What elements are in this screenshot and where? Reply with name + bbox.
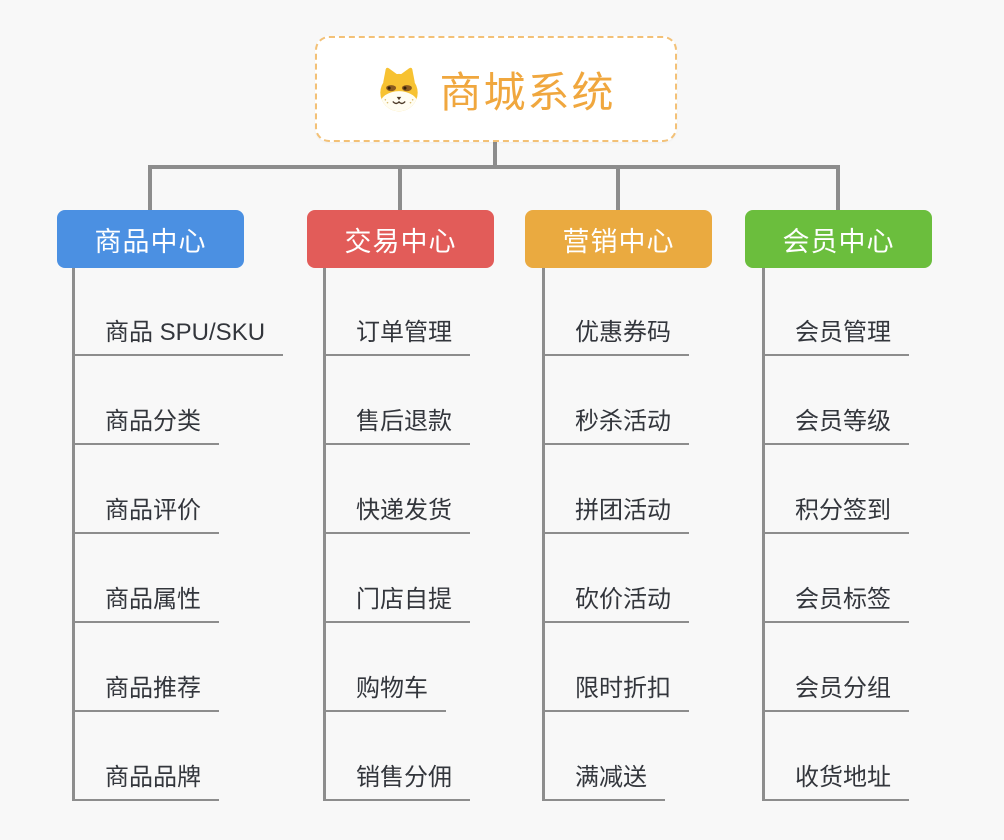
- dog-face-icon: [380, 67, 419, 112]
- branch-node-trade[interactable]: 交易中心: [307, 210, 494, 268]
- leaf-node[interactable]: 收货地址: [763, 761, 909, 801]
- connector-column-1: [72, 268, 75, 801]
- branch-label: 会员中心: [782, 226, 895, 257]
- connector-column-3: [542, 268, 545, 801]
- leaf-node[interactable]: 会员管理: [763, 316, 909, 356]
- connector-root-stem: [493, 141, 497, 167]
- leaf-node[interactable]: 销售分佣: [324, 761, 470, 801]
- connector-drop-2: [398, 167, 402, 210]
- branch-node-members[interactable]: 会员中心: [745, 210, 932, 268]
- root-node[interactable]: 商城系统: [315, 36, 677, 142]
- leaf-node[interactable]: 限时折扣: [543, 672, 689, 712]
- leaf-node[interactable]: 售后退款: [324, 405, 470, 445]
- leaf-node[interactable]: 会员等级: [763, 405, 909, 445]
- leaf-node[interactable]: 快递发货: [324, 494, 470, 534]
- leaf-node[interactable]: 商品属性: [73, 583, 219, 623]
- leaf-node[interactable]: 会员分组: [763, 672, 909, 712]
- branch-label: 商品中心: [94, 226, 207, 257]
- branch-node-products[interactable]: 商品中心: [57, 210, 244, 268]
- leaf-node[interactable]: 门店自提: [324, 583, 470, 623]
- leaf-node[interactable]: 秒杀活动: [543, 405, 689, 445]
- leaf-node[interactable]: 拼团活动: [543, 494, 689, 534]
- connector-branch-rail: [148, 165, 840, 169]
- branch-label: 营销中心: [562, 226, 675, 257]
- leaf-node[interactable]: 会员标签: [763, 583, 909, 623]
- branch-label: 交易中心: [344, 226, 457, 257]
- leaf-node[interactable]: 满减送: [543, 761, 665, 801]
- leaf-node[interactable]: 积分签到: [763, 494, 909, 534]
- leaf-node[interactable]: 商品分类: [73, 405, 219, 445]
- connector-drop-1: [148, 167, 152, 210]
- leaf-node[interactable]: 砍价活动: [543, 583, 689, 623]
- leaf-node[interactable]: 购物车: [324, 672, 446, 712]
- leaf-node[interactable]: 商品推荐: [73, 672, 219, 712]
- root-title: 商城系统: [439, 68, 616, 116]
- leaf-node[interactable]: 商品评价: [73, 494, 219, 534]
- leaf-node[interactable]: 优惠券码: [543, 316, 689, 356]
- connector-column-2: [323, 268, 326, 801]
- leaf-node[interactable]: 商品 SPU/SKU: [73, 316, 284, 356]
- connector-column-4: [762, 268, 765, 801]
- leaf-node[interactable]: 订单管理: [324, 316, 470, 356]
- branch-node-marketing[interactable]: 营销中心: [525, 210, 712, 268]
- leaf-node[interactable]: 商品品牌: [73, 761, 219, 801]
- connector-drop-4: [836, 167, 840, 210]
- connector-drop-3: [616, 167, 620, 210]
